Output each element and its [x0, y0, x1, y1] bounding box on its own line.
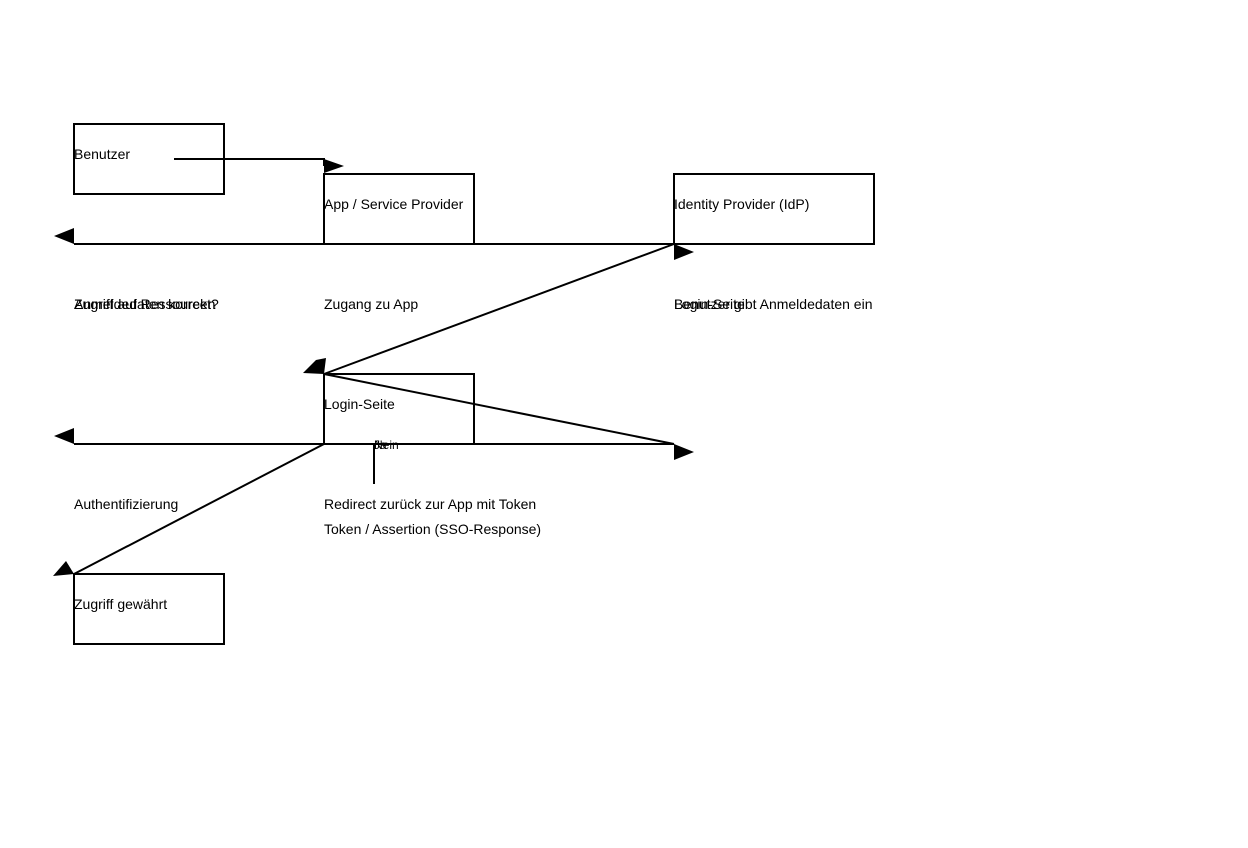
edge-label-authentifizierung: Authentifizierung: [74, 496, 179, 512]
node-idp-label: Identity Provider (IdP): [674, 196, 810, 212]
node-login-seite: [323, 373, 475, 445]
node-login-label: Login-Seite: [324, 396, 395, 412]
edge-label-redirect: Redirect zurück zur App mit Token: [324, 496, 537, 512]
edge-label-token-assertion: Token / Assertion (SSO-Response): [324, 521, 542, 537]
node-app-service-provider: [323, 173, 475, 245]
edge-label-zugang-app: Zugang zu App: [324, 296, 419, 312]
edge-label-anmeldedaten-korrekt: Anmeldedaten korrekt?: [74, 296, 219, 312]
node-app-label: App / Service Provider: [324, 196, 464, 212]
edge-label-zugriff-ressourcen: Zugriff auf Ressourcen: [74, 296, 216, 312]
arrowhead-login-top: [303, 358, 326, 374]
arrowhead-app: [324, 159, 344, 173]
arrowhead-row2-right: [674, 444, 694, 460]
edge-label-ja: Ja: [374, 438, 387, 452]
arrowhead-row1-left: [54, 228, 74, 244]
arrowhead-granted: [53, 561, 74, 576]
node-granted-label: Zugriff gewährt: [74, 596, 168, 612]
edge-label-nein: Nein: [374, 438, 399, 452]
node-identity-provider: [673, 173, 875, 245]
node-benutzer: [73, 123, 225, 195]
node-benutzer-label: Benutzer: [74, 146, 131, 162]
arrowhead-row1-right: [674, 244, 694, 260]
edge-label-benutzer-gibt: Benutzer gibt Anmeldedaten ein: [674, 296, 873, 312]
edge-login-to-right: [323, 373, 675, 445]
edge-idp-to-login: [323, 243, 675, 375]
node-zugriff-gewaehrt: [73, 573, 225, 645]
edge-login-to-granted: [73, 443, 325, 575]
edge-label-login-seite: Login-Seite: [674, 296, 745, 312]
arrowhead-row2-left: [54, 428, 74, 444]
